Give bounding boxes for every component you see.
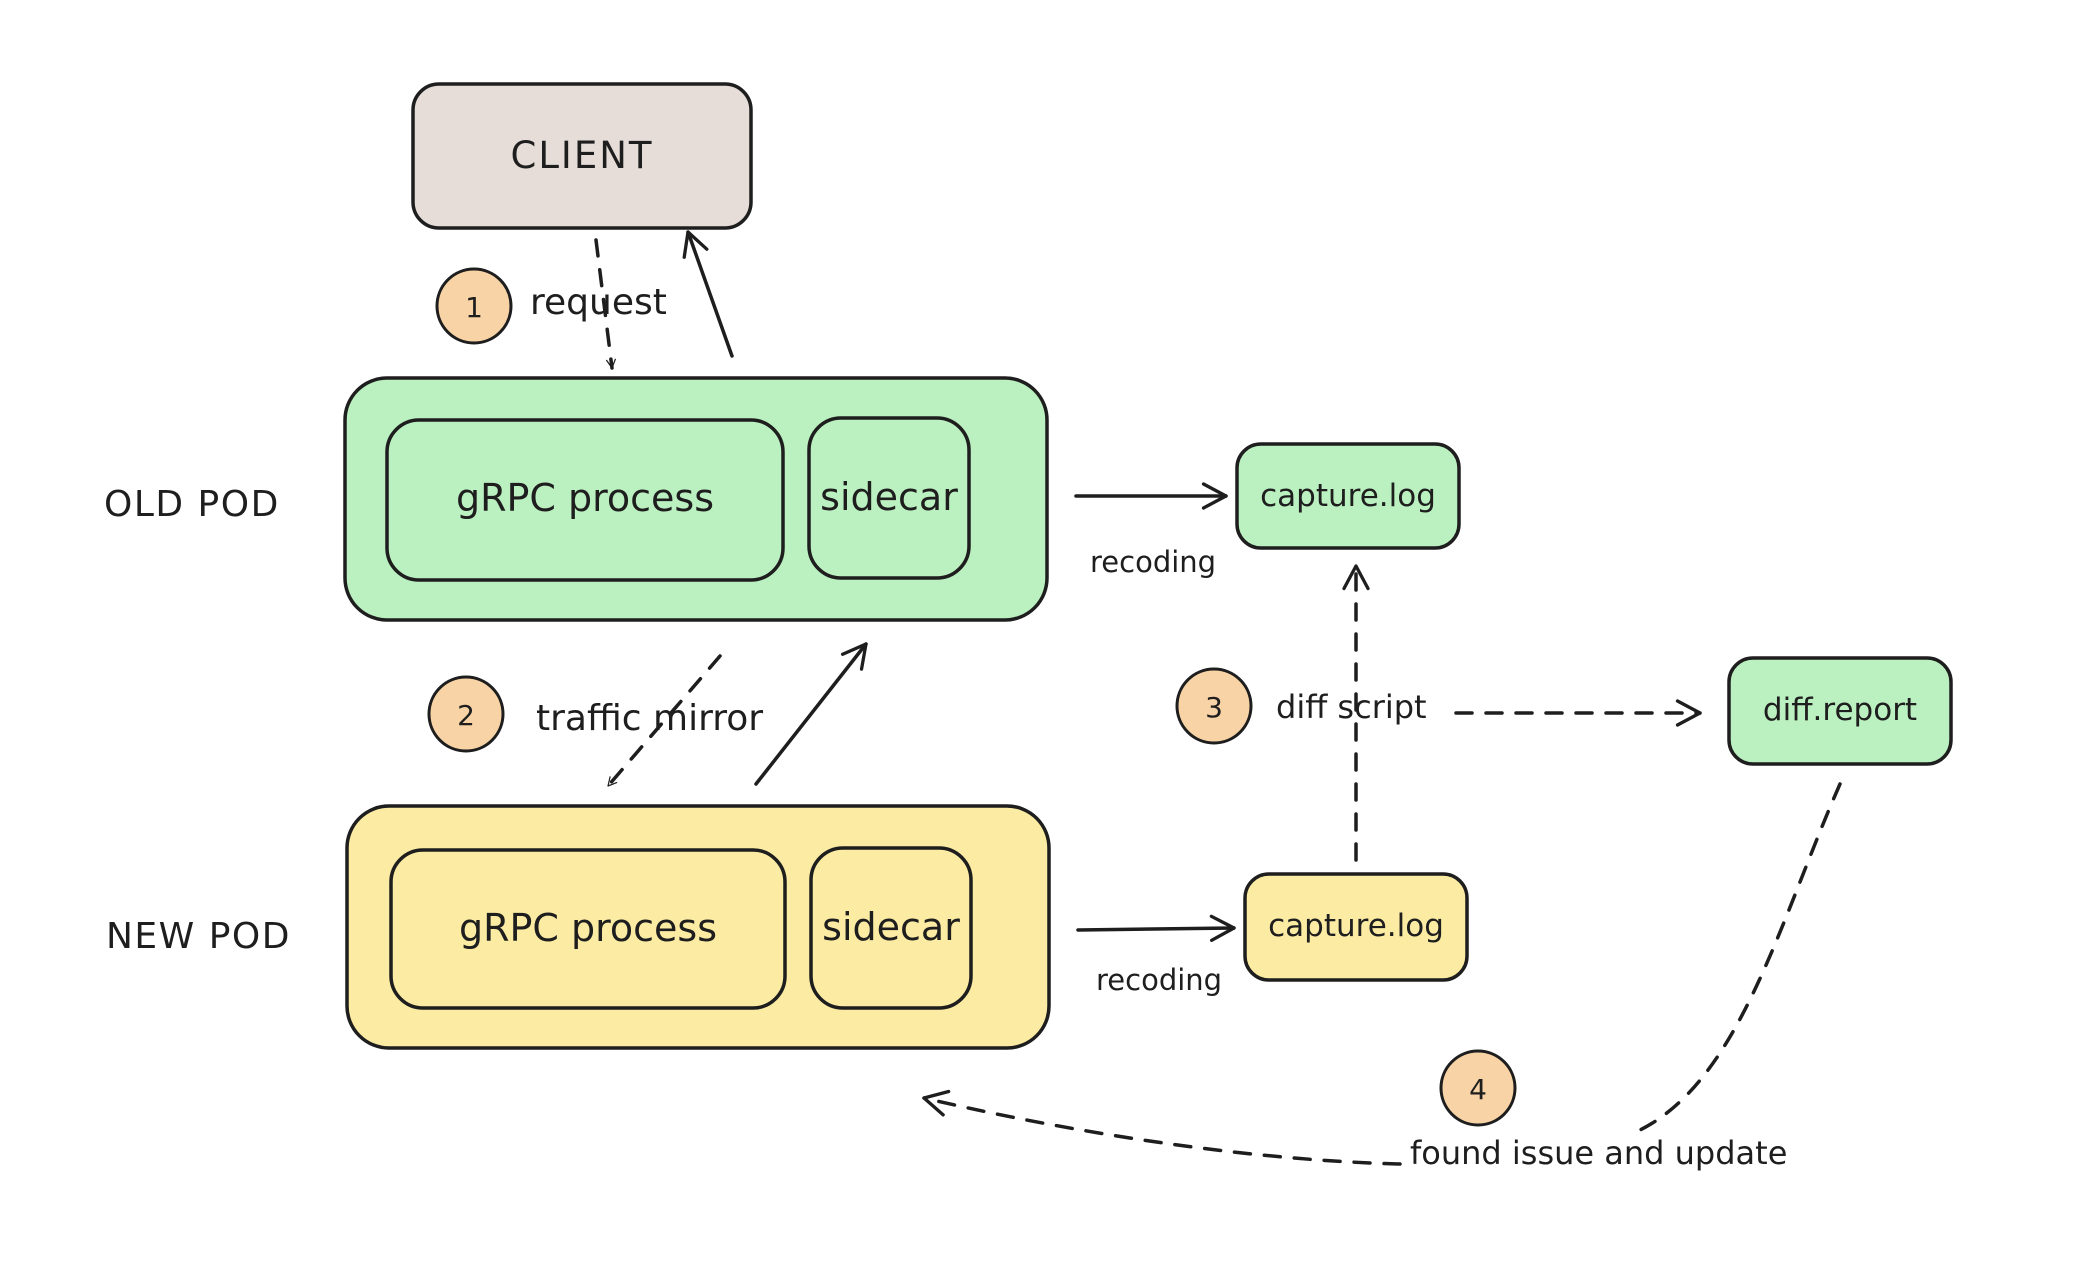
step-1-number: 1 (465, 291, 483, 324)
step-1-badge (435, 267, 513, 345)
client-box: CLIENT (411, 82, 753, 230)
new-recording-label: recoding (1096, 963, 1222, 997)
diff-report-box: diff.report (1727, 656, 1953, 766)
new-pod-box: gRPC process sidecar (345, 804, 1051, 1050)
step-1: 1 request (435, 267, 667, 345)
request-arrow (594, 238, 616, 370)
new-capture-log-box: capture.log (1243, 872, 1469, 982)
mirror-response-arrow (754, 642, 868, 786)
client-box-shape (411, 82, 753, 230)
response-arrow (682, 230, 734, 358)
found-issue-curve (1638, 782, 1842, 1132)
step-4-number: 4 (1469, 1073, 1487, 1106)
step-1-label: request (530, 282, 667, 323)
diff-report-shape (1727, 656, 1953, 766)
new-capture-log-label: capture.log (1268, 908, 1444, 944)
new-grpc-process-label: gRPC process (459, 906, 717, 950)
new-capture-log-shape (1243, 872, 1469, 982)
step-2: 2 traffic mirror (427, 675, 763, 753)
client-label: CLIENT (510, 134, 653, 177)
old-sidecar-label: sidecar (820, 475, 958, 519)
step-2-badge (427, 675, 505, 753)
step-3-number: 3 (1205, 691, 1223, 724)
new-pod-label: NEW POD (106, 916, 291, 957)
step-2-label: traffic mirror (536, 698, 763, 739)
step-4-label: found issue and update (1410, 1134, 1787, 1172)
old-capture-log-box: capture.log (1235, 442, 1461, 550)
new-sidecar-label: sidecar (822, 905, 960, 949)
found-issue-arrow (922, 1089, 1402, 1166)
diff-report-label: diff.report (1763, 692, 1917, 728)
old-pod-box: gRPC process sidecar (343, 376, 1049, 622)
traffic-mirror-arrow (606, 654, 722, 788)
old-capture-log-label: capture.log (1260, 478, 1436, 514)
old-recording-label: recoding (1090, 545, 1216, 579)
old-grpc-process-label: gRPC process (456, 476, 714, 520)
new-grpc-process-box (389, 848, 787, 1010)
old-grpc-process-box (385, 418, 785, 582)
old-capture-log-shape (1235, 442, 1461, 550)
step-3-label: diff script (1276, 688, 1427, 726)
new-recording-arrow (1076, 914, 1236, 942)
step-2-number: 2 (457, 699, 475, 732)
step-3: 3 diff script (1175, 667, 1427, 745)
step-3-badge (1175, 667, 1253, 745)
step-4-badge (1439, 1049, 1517, 1127)
old-sidecar-box (807, 416, 971, 580)
old-pod-label: OLD POD (104, 484, 280, 525)
step-4: 4 found issue and update (1410, 1049, 1787, 1172)
new-sidecar-box (809, 846, 973, 1010)
